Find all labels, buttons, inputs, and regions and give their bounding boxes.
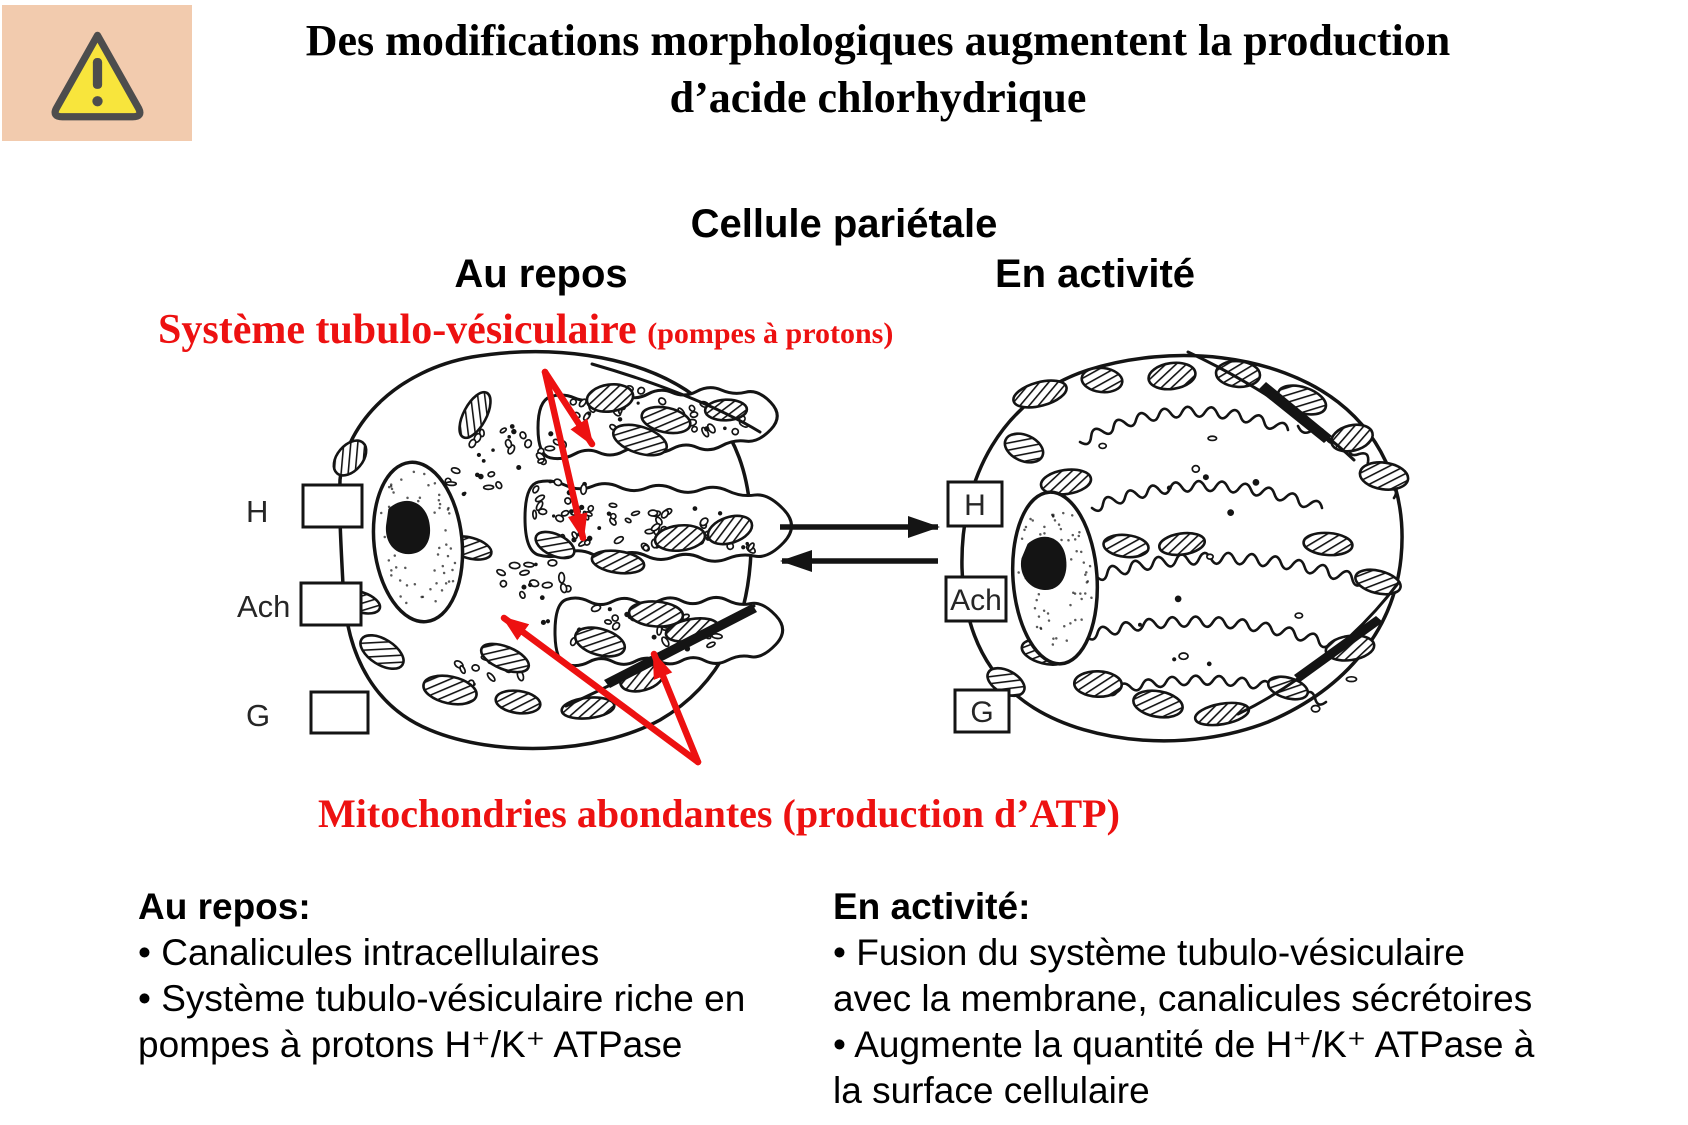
resting-cell-drawing: H Ach G <box>237 350 794 751</box>
note-line: • Système tubulo-vésiculaire riche en <box>138 978 746 1019</box>
figure-subtitle: Cellule pariétale <box>690 202 998 246</box>
title-line-1: Des modifications morphologiques augment… <box>305 16 1451 65</box>
note-line: • Augmente la quantité de H⁺/K⁺ ATPase à <box>833 1024 1535 1065</box>
active-nucleus <box>1010 490 1100 666</box>
resting-nucleus <box>371 460 465 624</box>
notes-active-heading: En activité: <box>833 886 1031 927</box>
note-line: pompes à protons H⁺/K⁺ ATPase <box>138 1024 683 1065</box>
receptor-box-g-resting <box>309 690 370 735</box>
adjacent-cell-wedge-bottom-right <box>1294 616 1383 682</box>
notes-active: En activité: • Fusion du système tubulo-… <box>833 884 1593 1114</box>
state-label-resting: Au repos <box>454 252 628 296</box>
warning-icon-box <box>2 5 192 141</box>
resting-nucleolus <box>385 500 430 555</box>
tubulovesicular-arrow-1 <box>541 368 596 448</box>
note-line: la surface cellulaire <box>833 1070 1150 1111</box>
notes-resting: Au repos: • Canalicules intracellulaires… <box>138 884 818 1068</box>
mitochondria-arrow-1 <box>500 614 702 766</box>
title-line-2: d’acide chlorhydrique <box>669 73 1087 122</box>
receptor-label-g-resting: G <box>246 698 270 733</box>
state-label-active: En activité <box>994 252 1196 296</box>
warning-exclamation-bar <box>92 58 103 89</box>
tubulovesicular-label: Système tubulo-vésiculaire (pompes à pro… <box>158 306 893 354</box>
receptor-label-h-active: H <box>964 489 986 522</box>
tubulovesicular-arrow-2 <box>541 368 588 542</box>
slide-title: Des modifications morphologiques augment… <box>230 12 1526 126</box>
note-line: avec la membrane, canalicules sécrétoire… <box>833 978 1533 1019</box>
adjacent-cell-line-top-left <box>590 362 762 434</box>
receptor-box-h-active <box>946 480 1004 528</box>
equilibrium-arrows <box>780 516 940 572</box>
receptor-box-g-active <box>953 688 1011 734</box>
warning-exclamation-dot <box>92 96 103 107</box>
receptor-label-ach-resting: Ach <box>237 589 290 624</box>
receptor-box-ach-active <box>944 575 1008 623</box>
red-annotation-arrows <box>500 368 702 766</box>
tubulovesicular-label-sub: (pompes à protons) <box>647 317 894 350</box>
active-nucleolus <box>1020 536 1067 590</box>
adjacent-cell-wedge-top-right <box>1258 382 1332 443</box>
parietal-cells-figure: H Ach G H Ach G <box>237 350 1410 766</box>
receptor-box-h-resting <box>301 483 364 529</box>
active-cell-drawing: H Ach G <box>944 350 1410 743</box>
receptor-box-ach-resting <box>299 581 363 627</box>
note-line: • Canalicules intracellulaires <box>138 932 600 973</box>
warning-triangle-icon <box>51 31 144 121</box>
receptor-label-ach-active: Ach <box>950 584 1002 617</box>
tubulovesicular-label-main: Système tubulo-vésiculaire <box>158 307 637 353</box>
note-line: • Fusion du système tubulo-vésiculaire <box>833 932 1465 973</box>
receptor-label-g-active: G <box>970 696 993 729</box>
receptor-label-h-resting: H <box>246 494 268 529</box>
mitochondria-label: Mitochondries abondantes (production d’A… <box>318 791 1120 836</box>
adjacent-cell-wedge-left <box>604 604 757 688</box>
mitochondria-arrow-2 <box>650 650 702 766</box>
notes-resting-heading: Au repos: <box>138 886 311 927</box>
